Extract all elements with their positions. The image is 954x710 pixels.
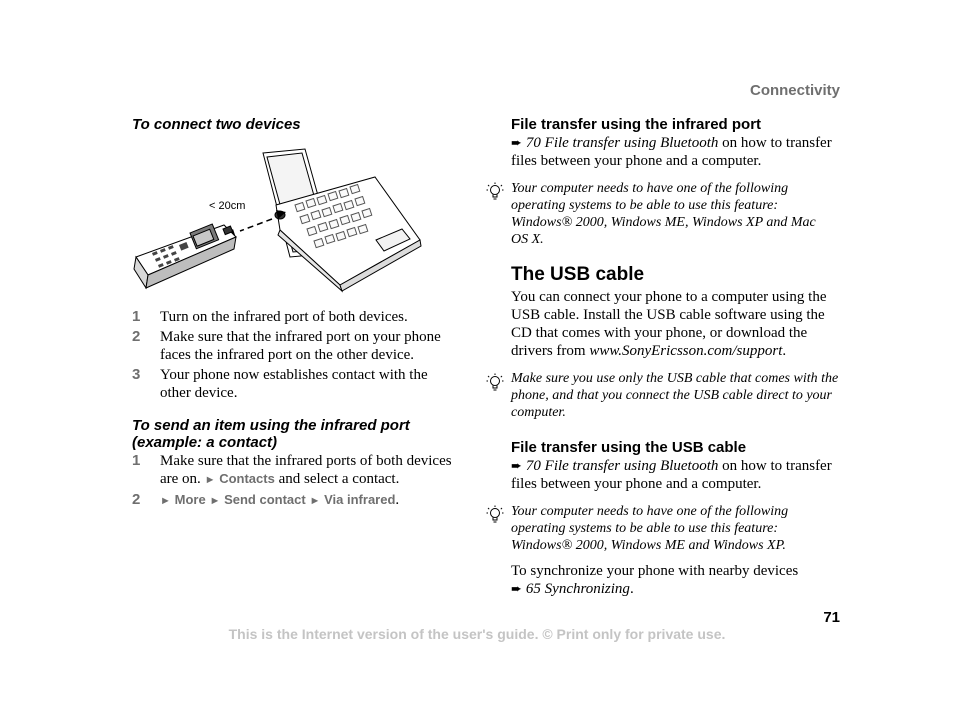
list-item: 2 ► More ► Send contact ► Via infrared. (132, 491, 462, 510)
triangle-right-icon: ► (309, 495, 321, 507)
usb-transfer-paragraph: ➨70 File transfer using Bluetooth on how… (511, 457, 841, 493)
sync-paragraph: To synchronize your phone with nearby de… (511, 562, 841, 598)
step-text-end: and select a contact. (274, 471, 400, 487)
step-text: Turn on the infrared port of both device… (160, 309, 408, 325)
heading-usb-file-transfer: File transfer using the USB cable (511, 439, 747, 456)
heading-usb-cable: The USB cable (511, 264, 645, 285)
heading-send-item: To send an item using the infrared port … (132, 417, 410, 451)
tip-usb-cable: Make sure you use only the USB cable tha… (511, 371, 839, 420)
phone-laptop-drawing (133, 148, 422, 293)
menu-path-send-contact: Send contact (224, 492, 306, 507)
menu-path-more: More (174, 492, 206, 507)
triangle-right-icon: ► (160, 495, 171, 507)
connect-steps-list: 1 Turn on the infrared port of both devi… (132, 308, 462, 404)
lightbulb-icon (486, 505, 504, 530)
step-number: 1 (132, 308, 141, 325)
menu-path-contacts: Contacts (219, 471, 275, 486)
list-item: 1 Turn on the infrared port of both devi… (132, 308, 462, 326)
lightbulb-icon (486, 182, 504, 207)
support-url: www.SonyEricsson.com/support (589, 343, 783, 359)
usb-cable-text: You can connect your phone to a computer… (511, 289, 827, 359)
list-item: 2 Make sure that the infrared port on yo… (132, 328, 462, 364)
step-number: 2 (132, 491, 141, 508)
step-text: Make sure that the infrared ports of bot… (160, 453, 452, 487)
heading-ir-file-transfer: File transfer using the infrared port (511, 116, 762, 133)
list-item: 1 Make sure that the infrared ports of b… (132, 452, 462, 489)
step-number: 2 (132, 328, 141, 345)
section-title: Connectivity (749, 82, 840, 99)
cross-reference: 70 File transfer using Bluetooth (525, 135, 719, 151)
tip-os-requirements: Your computer needs to have one of the f… (511, 181, 816, 247)
send-steps-list: 1 Make sure that the infrared ports of b… (132, 452, 462, 512)
pointing-hand-icon: ➨ (511, 135, 522, 150)
ir-transfer-text: on how to transfer files between your ph… (511, 135, 832, 169)
step-text-end: . (395, 492, 400, 508)
pointing-hand-icon: ➨ (511, 581, 522, 596)
step-number: 3 (132, 366, 141, 383)
list-item: 3 Your phone now establishes contact wit… (132, 366, 462, 402)
cross-reference: 70 File transfer using Bluetooth (525, 458, 719, 474)
infrared-illustration: < 20cm (130, 145, 430, 305)
sync-text: To synchronize your phone with nearby de… (511, 563, 799, 579)
page-number: 71 (823, 609, 840, 626)
pointing-hand-icon: ➨ (511, 458, 522, 473)
step-text: Make sure that the infrared port on your… (160, 329, 441, 363)
tip-os-requirements-usb: Your computer needs to have one of the f… (511, 504, 789, 553)
usb-cable-text-end: . (782, 343, 787, 359)
lightbulb-icon (486, 373, 504, 398)
sync-text-end: . (629, 581, 634, 597)
usb-transfer-text: on how to transfer files between your ph… (511, 458, 832, 492)
usb-cable-paragraph: You can connect your phone to a computer… (511, 288, 841, 360)
copyright-notice: This is the Internet version of the user… (228, 626, 726, 642)
step-text: Your phone now establishes contact with … (160, 367, 428, 401)
menu-path-via-infrared: Via infrared (324, 492, 396, 507)
heading-connect-devices: To connect two devices (132, 116, 301, 133)
cross-reference: 65 Synchronizing (525, 581, 630, 597)
distance-label: < 20cm (209, 200, 246, 212)
ir-transfer-paragraph: ➨70 File transfer using Bluetooth on how… (511, 134, 841, 170)
step-number: 1 (132, 452, 141, 469)
triangle-right-icon: ► (209, 495, 221, 507)
triangle-right-icon: ► (204, 474, 216, 486)
